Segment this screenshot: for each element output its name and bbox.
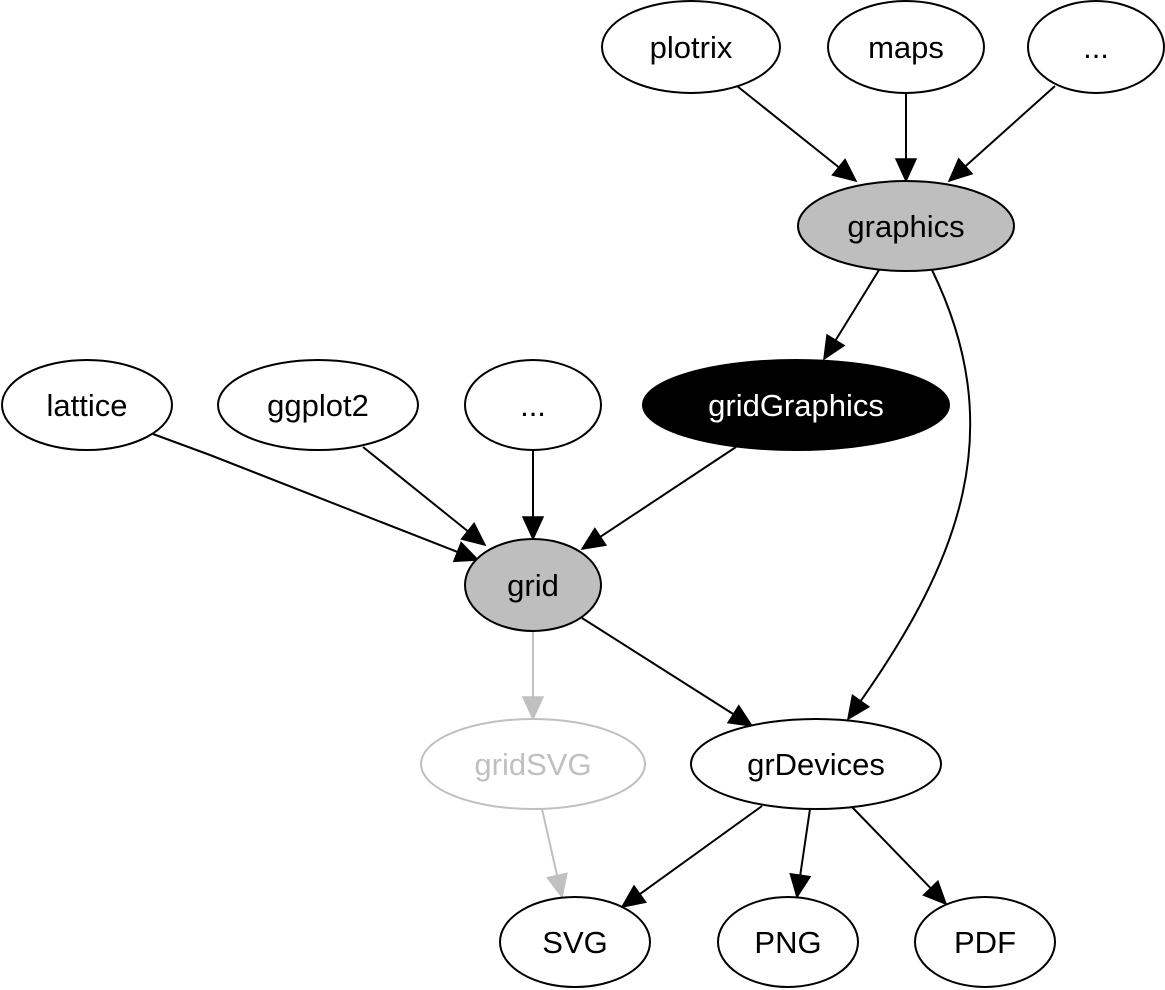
node-label-gridSVG: gridSVG bbox=[474, 747, 591, 782]
node-ellipse-PDF bbox=[914, 896, 1056, 988]
node-ellipse-dots-top bbox=[1027, 0, 1165, 94]
arrowhead-graphics-to-grDevices bbox=[846, 693, 871, 721]
node-graphics: graphics bbox=[797, 180, 1015, 272]
node-ellipse-grDevices bbox=[690, 718, 942, 810]
arrowhead-grDevices-to-PNG bbox=[789, 872, 812, 899]
edge-plotrix-to-graphics bbox=[736, 85, 841, 170]
node-gridSVG: gridSVG bbox=[420, 718, 646, 810]
node-ellipse-plotrix bbox=[601, 0, 781, 94]
arrowhead-dots-top-to-graphics bbox=[947, 157, 974, 183]
node-label-dots-mid: ... bbox=[520, 388, 546, 423]
arrowhead-graphics-to-gridGraphics bbox=[823, 333, 846, 361]
node-label-PDF: PDF bbox=[954, 925, 1016, 960]
node-SVG: SVG bbox=[499, 896, 651, 988]
node-ellipse-gridGraphics bbox=[642, 359, 950, 451]
arrowhead-gridSVG-to-SVG bbox=[546, 872, 568, 899]
node-label-PNG: PNG bbox=[754, 925, 821, 960]
arrowhead-grid-to-gridSVG bbox=[521, 696, 545, 721]
node-grDevices: grDevices bbox=[690, 718, 942, 810]
node-label-plotrix: plotrix bbox=[650, 30, 733, 65]
node-ellipse-SVG bbox=[499, 896, 651, 988]
edge-gridGraphics-to-grid bbox=[598, 446, 737, 539]
node-label-dots-top: ... bbox=[1083, 30, 1109, 65]
arrowhead-dots-mid-to-grid bbox=[521, 516, 545, 541]
edge-grDevices-to-SVG bbox=[637, 805, 763, 897]
node-label-maps: maps bbox=[868, 30, 944, 65]
arrowhead-maps-to-graphics bbox=[894, 158, 918, 183]
edge-graphics-to-gridGraphics bbox=[833, 269, 880, 343]
arrowhead-grDevices-to-SVG bbox=[620, 884, 647, 909]
arrowhead-grDevices-to-PDF bbox=[922, 879, 948, 906]
node-label-grDevices: grDevices bbox=[747, 747, 885, 782]
node-ggplot2: ggplot2 bbox=[217, 359, 419, 451]
node-ellipse-graphics bbox=[797, 180, 1015, 272]
arrowhead-ggplot2-to-grid bbox=[460, 522, 487, 547]
edge-ggplot2-to-grid bbox=[362, 446, 471, 534]
node-label-ggplot2: ggplot2 bbox=[267, 388, 369, 423]
node-gridGraphics: gridGraphics bbox=[642, 359, 950, 451]
edge-grDevices-to-PNG bbox=[798, 808, 811, 878]
node-PNG: PNG bbox=[717, 896, 859, 988]
node-ellipse-dots-mid bbox=[464, 359, 602, 451]
node-ellipse-maps bbox=[827, 0, 985, 94]
node-label-gridGraphics: gridGraphics bbox=[708, 388, 884, 423]
node-maps: maps bbox=[827, 0, 985, 94]
arrowhead-plotrix-to-graphics bbox=[831, 158, 858, 183]
node-ellipse-ggplot2 bbox=[217, 359, 419, 451]
node-PDF: PDF bbox=[914, 896, 1056, 988]
arrowhead-gridGraphics-to-grid bbox=[580, 527, 608, 551]
edge-gridSVG-to-SVG bbox=[541, 808, 559, 878]
node-label-lattice: lattice bbox=[47, 388, 128, 423]
node-label-graphics: graphics bbox=[847, 209, 964, 244]
node-label-SVG: SVG bbox=[542, 925, 607, 960]
edge-dots-top-to-graphics bbox=[963, 85, 1056, 169]
node-plotrix: plotrix bbox=[601, 0, 781, 94]
node-dots-top: ... bbox=[1027, 0, 1165, 94]
node-ellipse-lattice bbox=[1, 359, 173, 451]
node-lattice: lattice bbox=[1, 359, 173, 451]
node-ellipse-PNG bbox=[717, 896, 859, 988]
node-label-grid: grid bbox=[507, 568, 559, 603]
edge-graphics-to-grDevices bbox=[858, 269, 972, 704]
arrowhead-lattice-to-grid bbox=[452, 541, 480, 563]
edges-layer bbox=[152, 85, 1056, 909]
node-ellipse-gridSVG bbox=[420, 718, 646, 810]
node-grid: grid bbox=[464, 538, 602, 632]
arrowhead-grid-to-grDevices bbox=[726, 704, 754, 727]
edge-grid-to-grDevices bbox=[581, 617, 736, 717]
edge-lattice-to-grid bbox=[152, 433, 460, 554]
node-dots-mid: ... bbox=[464, 359, 602, 451]
edge-grDevices-to-PDF bbox=[851, 806, 933, 891]
node-ellipse-grid bbox=[464, 538, 602, 632]
